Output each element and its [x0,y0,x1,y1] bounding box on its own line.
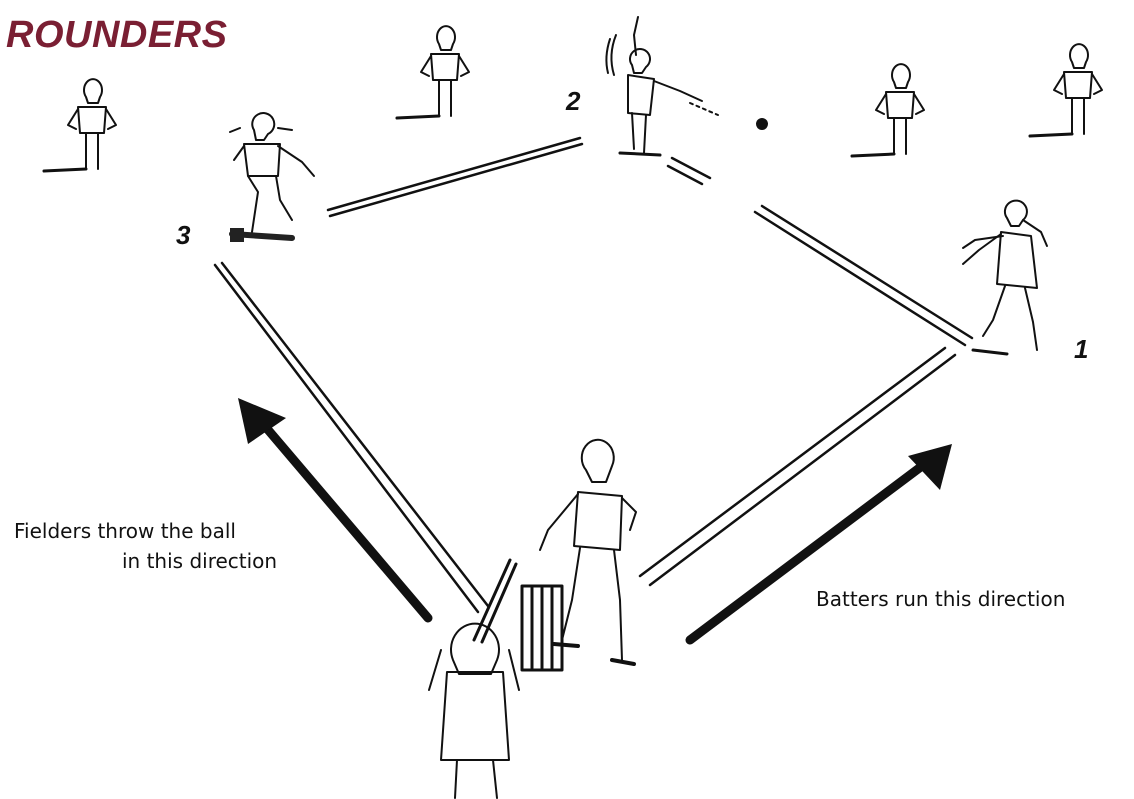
fielders-caption-line1: Fielders throw the ball [14,516,277,546]
bowler-figure [606,17,718,155]
fielder-figure [1030,44,1102,136]
line-second-to-third [328,138,582,216]
fielder-figure [852,64,924,156]
fielders-caption-line2: in this direction [14,546,277,576]
line-first-to-second [755,206,972,345]
bat [474,560,516,642]
third-base-post [230,228,244,242]
ball-icon [756,118,768,130]
batter-figure [540,440,636,664]
base-label-third: 3 [176,220,190,251]
fielders-caption: Fielders throw the ball in this directio… [14,516,277,576]
page-title: ROUNDERS [6,14,227,57]
second-base-marks [668,158,710,184]
line-home-to-first [640,348,955,585]
base-label-first: 1 [1074,334,1088,365]
fielder-figure [397,26,469,118]
batting-post [522,586,562,670]
batters-caption: Batters run this direction [816,584,1065,614]
base-label-second: 2 [566,86,580,117]
first-base-fielder-figure [963,201,1047,354]
third-base-fielder-figure [230,113,314,238]
backstop-figure [429,624,519,798]
fielder-figure [44,79,116,171]
